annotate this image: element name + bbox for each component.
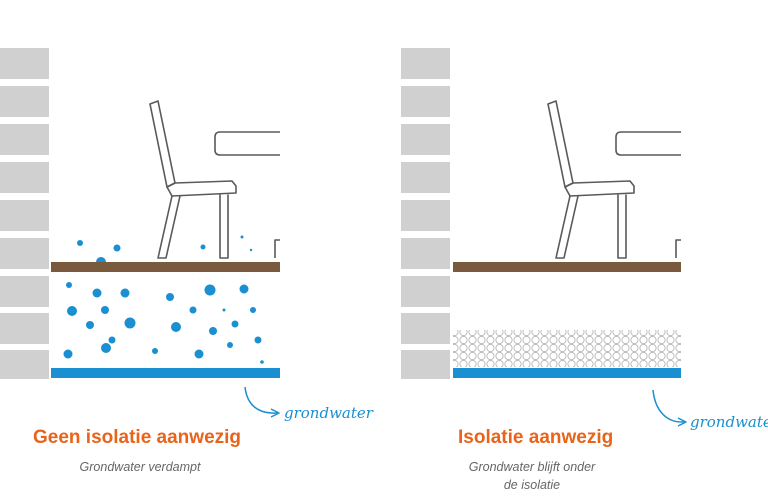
floor-slab (51, 262, 280, 272)
groundwater-arrowhead (677, 417, 687, 427)
groundwater-arrowhead (270, 408, 280, 418)
groundwater-layer (51, 368, 280, 378)
panel-title-no-insulation: Geen isolatie aanwezig (33, 427, 242, 448)
panel-caption-no-insulation: Grondwater verdampt (60, 458, 220, 476)
groundwater-layer (453, 368, 681, 378)
moisture-droplets (63, 282, 264, 364)
caption-line: de isolatie (503, 478, 561, 492)
groundwater-label: grondwater (284, 404, 374, 422)
brick-wall-left (0, 48, 49, 379)
panel-no-insulation: grondwater (0, 48, 374, 422)
panel-with-insulation: grondwater (401, 48, 768, 431)
chair-icon (149, 100, 237, 259)
brick-wall-right (401, 48, 450, 379)
floor-slab (453, 262, 681, 272)
chair-icon (547, 100, 635, 259)
caption-line: Grondwater blijft onder (468, 460, 596, 474)
groundwater-arrow (652, 389, 685, 423)
groundwater-label: grondwater (690, 413, 768, 431)
panel-caption-with-insulation: Grondwater blijft onder de isolatie (452, 458, 612, 494)
table-icon (615, 131, 681, 258)
table-icon (214, 131, 280, 258)
groundwater-arrow (244, 386, 278, 414)
insulation-layer (453, 330, 681, 367)
caption-line: Grondwater verdampt (79, 460, 201, 474)
panel-title-with-insulation: Isolatie aanwezig (458, 427, 614, 448)
